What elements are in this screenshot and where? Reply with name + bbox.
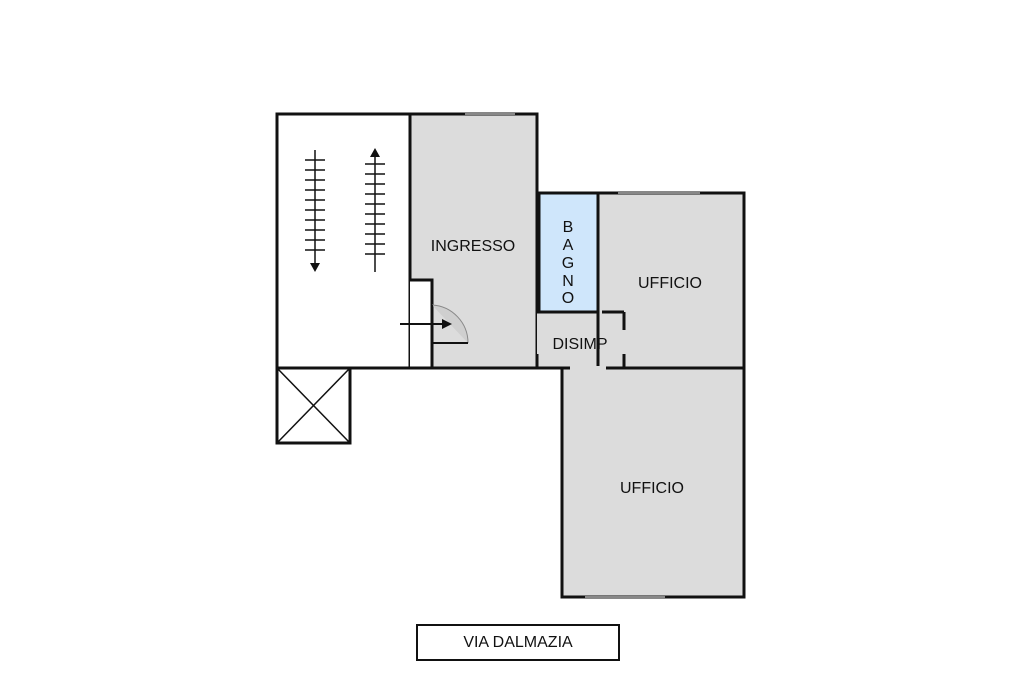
label-bagno-letter: N bbox=[562, 273, 574, 290]
label-ingresso: INGRESSO bbox=[431, 238, 515, 255]
label-bagno-letter: A bbox=[563, 237, 574, 254]
label-bagno-letter: O bbox=[562, 290, 574, 307]
label-bagno-letter: B bbox=[563, 219, 574, 236]
label-ufficio-bottom: UFFICIO bbox=[620, 480, 684, 497]
elevator-cross bbox=[276, 367, 351, 444]
room-bagno bbox=[537, 191, 600, 314]
ufficio-top-open bbox=[600, 314, 624, 366]
street-label: VIA DALMAZIA bbox=[416, 624, 620, 661]
stairs-down-icon bbox=[305, 150, 325, 266]
stairs-down-arrow-head bbox=[310, 263, 320, 272]
entrance-arrow-head bbox=[442, 319, 452, 329]
stairs-up-arrow-head bbox=[370, 148, 380, 157]
label-disimpegno: DISIMP bbox=[552, 336, 607, 353]
stairwell-area bbox=[275, 112, 412, 370]
stairs-up-icon bbox=[365, 154, 385, 272]
label-bagno-letter: G bbox=[562, 255, 574, 272]
label-ufficio-top: UFFICIO bbox=[638, 275, 702, 292]
